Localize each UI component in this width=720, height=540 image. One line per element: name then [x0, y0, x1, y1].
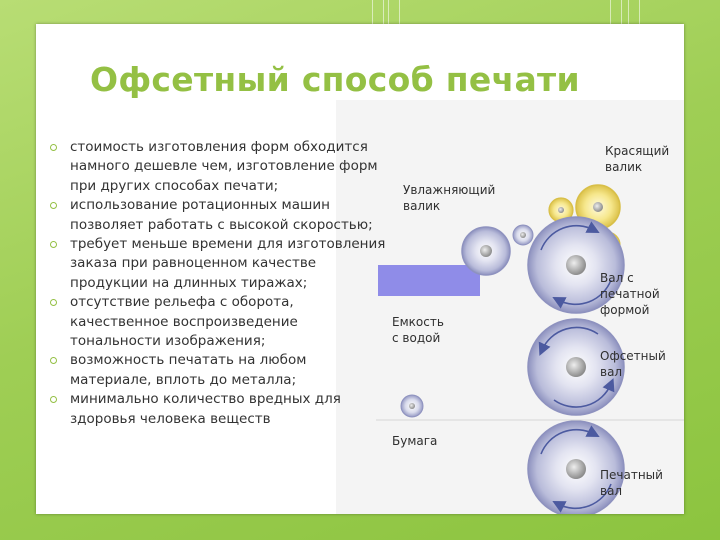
printing-press-drawing — [376, 184, 710, 518]
label-paper: Бумага — [392, 434, 438, 448]
impression-cylinder — [527, 420, 625, 518]
label-ink-roller: Красящий валик — [605, 144, 670, 174]
list-item: отсутствие рельефа с оборота, качественн… — [50, 293, 386, 351]
bullet-circle-icon — [50, 396, 57, 404]
slide-title: Офсетный способ печати — [90, 60, 580, 99]
bullet-circle-icon — [50, 144, 57, 151]
advantages-list: стоимость изготовления форм обходится на… — [50, 138, 386, 429]
label-dampening-roller: Увлажняющий валик — [403, 183, 496, 213]
plate-cylinder — [527, 216, 625, 314]
label-offset-cylinder: Офсетный вал — [600, 349, 666, 379]
list-item: использование ротационных машин позволяе… — [50, 196, 386, 235]
list-item: минимально количество вредных для здоров… — [50, 390, 386, 429]
label-plate-cylinder: Вал с печатной формой — [600, 271, 660, 317]
offset-cylinder — [527, 318, 625, 416]
dampening-rollers — [461, 224, 534, 276]
list-item: требует меньше времени для изготовления … — [50, 235, 386, 293]
slide: Офсетный способ печати — [36, 24, 710, 518]
list-item: стоимость изготовления форм обходится на… — [50, 138, 386, 196]
bullet-circle-icon — [50, 299, 57, 307]
bullet-circle-icon — [50, 357, 57, 365]
list-item: возможность печатать на любом материале,… — [50, 351, 386, 390]
offset-printing-diagram: Красящий валик Увлажняющий валик Вал с п… — [336, 100, 710, 518]
label-impression-cylinder: Печатный вал — [600, 468, 663, 498]
bullet-circle-icon — [50, 241, 57, 249]
water-tank — [378, 265, 480, 296]
bullet-circle-icon — [50, 202, 57, 210]
label-water-tank: Емкость с водой — [392, 315, 444, 345]
